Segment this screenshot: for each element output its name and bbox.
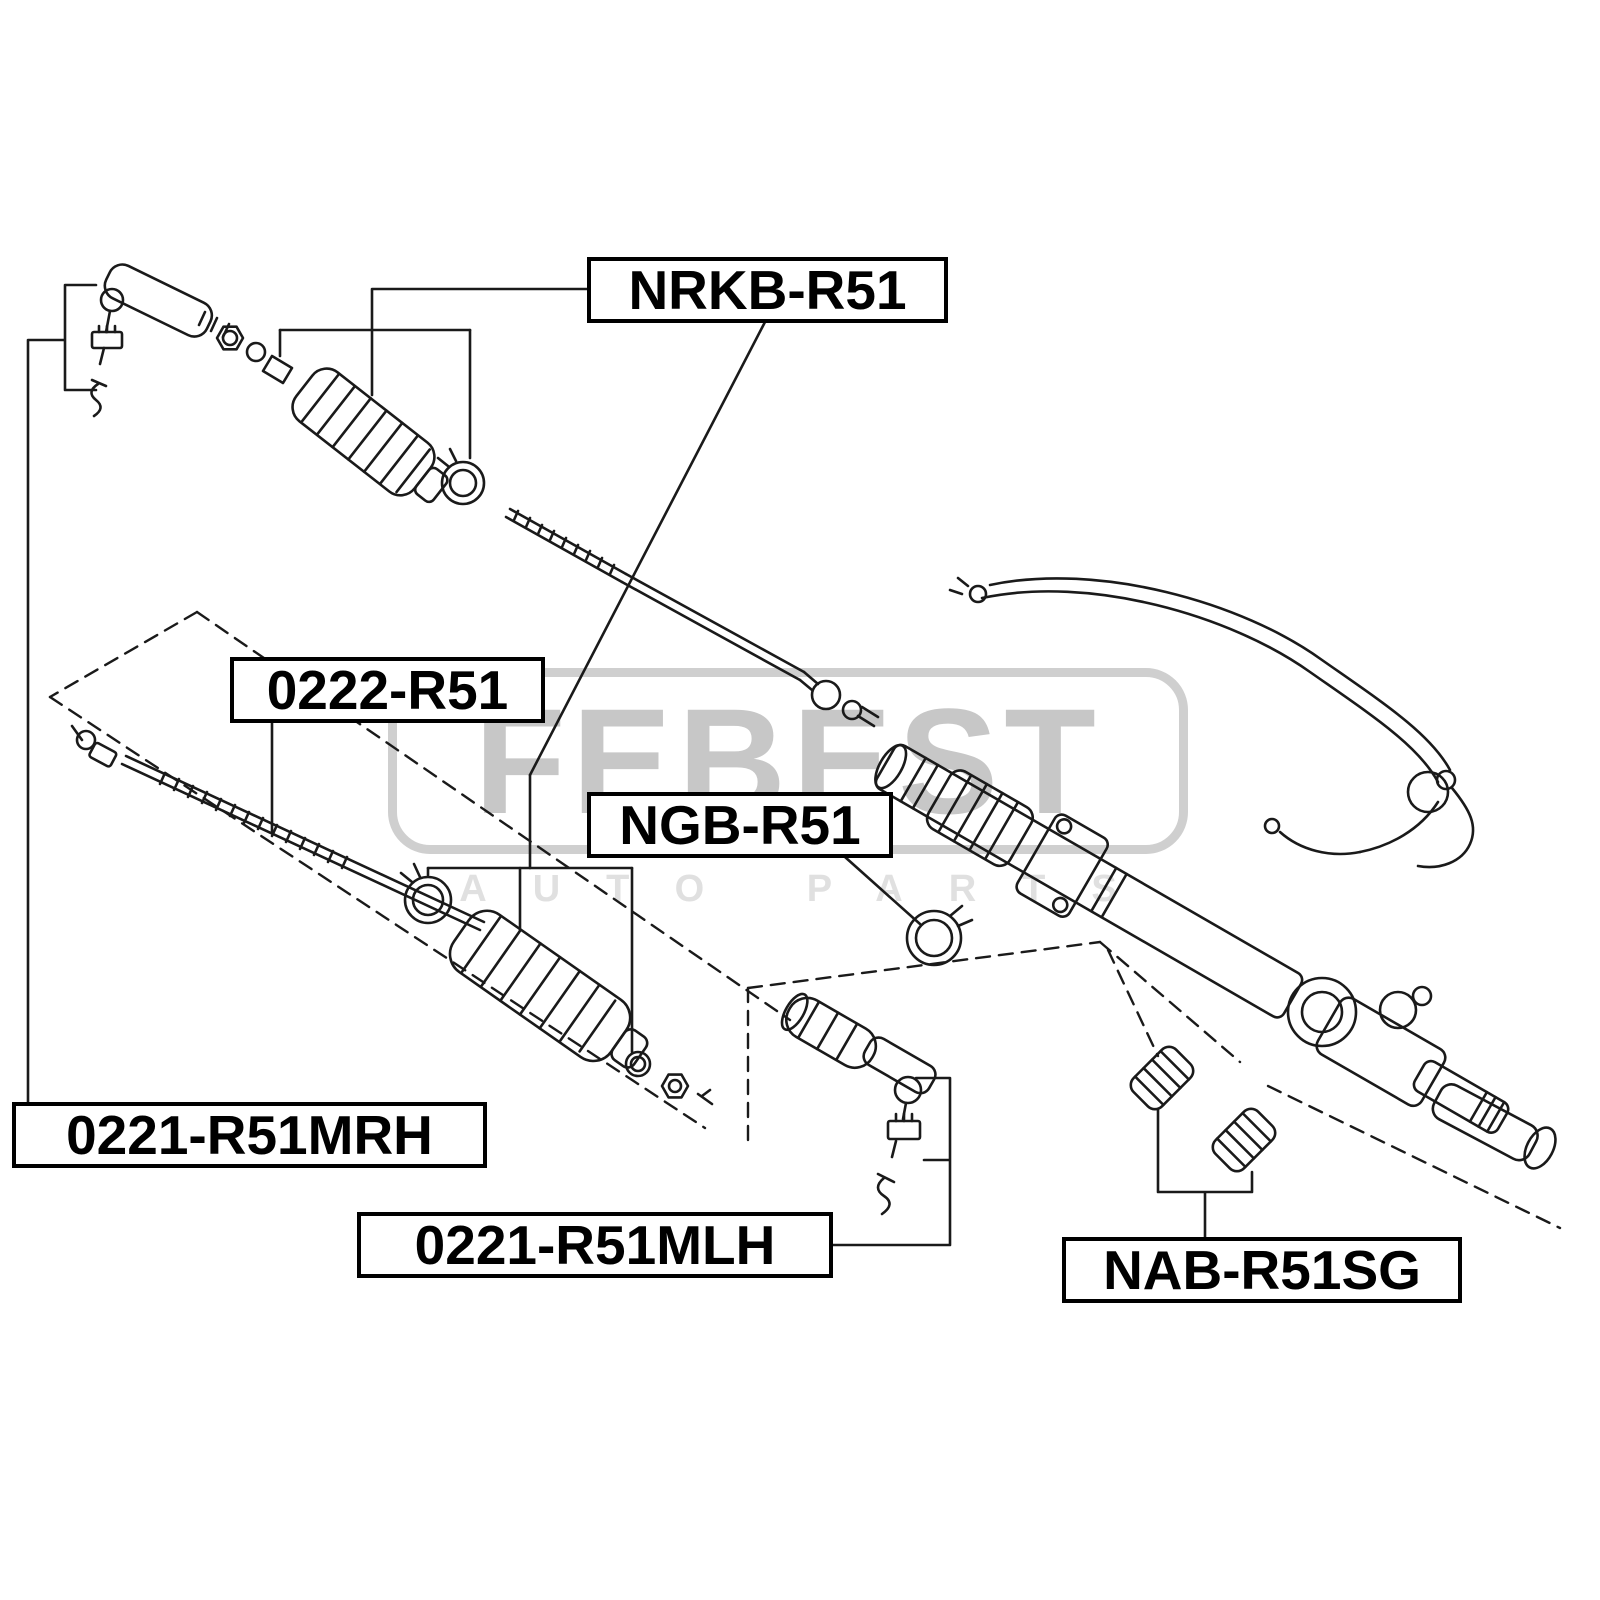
part-number-ngb-r51: NGB-R51 (619, 794, 861, 856)
boot-clamp-upper (436, 447, 486, 506)
part-number-nrkb-r51: NRKB-R51 (628, 259, 907, 321)
part-number-0221-r51mlh: 0221-R51MLH (414, 1214, 776, 1276)
outer-tie-rod-end-lower (780, 992, 937, 1216)
part-number-0221-r51mrh: 0221-R51MRH (66, 1104, 433, 1166)
inner-tie-rod-lower (70, 724, 486, 932)
steering-rack-assembly (874, 743, 1557, 1170)
part-label-0222-r51: 0222-R51 (230, 657, 545, 723)
boot-upper (291, 367, 449, 504)
watermark-tagline: AUTO PARTS (459, 868, 1163, 910)
part-label-nab-r51sg: NAB-R51SG (1062, 1237, 1462, 1303)
outer-tie-rod-end-upper (90, 263, 294, 418)
part-label-ngb-r51: NGB-R51 (587, 792, 893, 858)
part-label-nrkb-r51: NRKB-R51 (587, 257, 948, 323)
rack-mount-bushings (1129, 1045, 1277, 1173)
boot-clamp-lower (399, 862, 453, 925)
hydraulic-lines (948, 576, 1475, 869)
part-label-0221-r51mrh: 0221-R51MRH (12, 1102, 487, 1168)
part-number-0222-r51: 0222-R51 (266, 659, 509, 721)
leader-lines (26, 283, 1254, 1247)
boot-lower (448, 909, 714, 1106)
dashed-outline (48, 610, 1562, 1230)
part-number-nab-r51sg: NAB-R51SG (1103, 1239, 1421, 1301)
part-label-0221-r51mlh: 0221-R51MLH (357, 1212, 833, 1278)
rack-boot-clamp (905, 904, 974, 967)
inner-tie-rod-upper (504, 507, 880, 728)
